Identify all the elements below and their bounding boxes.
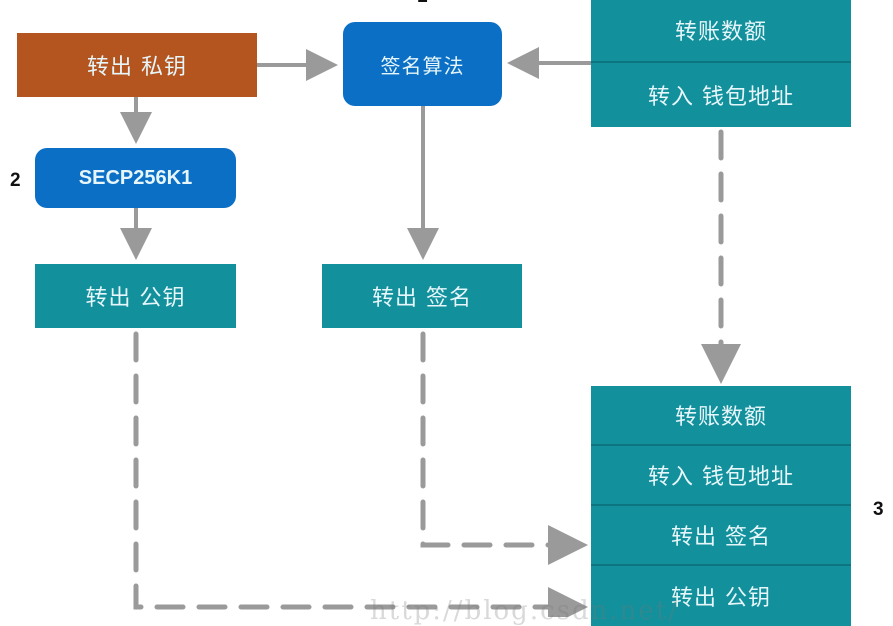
input-row-address: 转入 钱包地址 (648, 85, 794, 110)
transaction-row-public-key: 转出 公钥 (671, 586, 771, 612)
dashed-pubkey-to-transaction (133, 331, 588, 617)
transaction-row-signature: 转出 签名 (591, 506, 851, 567)
private-key-out-node: 转出 私钥 (17, 33, 257, 97)
input-block: 转账数额 转入 钱包地址 (591, 0, 851, 127)
step-label-3: 3 (873, 499, 884, 520)
step-label-2: 2 (10, 170, 21, 191)
signature-algorithm-label: 签名算法 (380, 53, 465, 78)
private-key-out-label: 转出 私钥 (87, 55, 187, 80)
secp256k1-label: SECP256K1 (78, 166, 193, 189)
dashed-signature-to-transaction (420, 331, 588, 565)
input-row-amount: 转账数额 (591, 0, 851, 63)
secp256k1-node: SECP256K1 (35, 148, 236, 208)
public-key-out-label: 转出 公钥 (85, 286, 186, 311)
signature-algorithm-node: 签名算法 (343, 22, 502, 106)
watermark: http://blog.csdn.net/ (370, 596, 679, 626)
transaction-block: 转账数额 转入 钱包地址 转出 签名 转出 公钥 (591, 386, 851, 626)
step-label-1: 1 (417, 0, 428, 8)
transaction-row-amount: 转账数额 (591, 386, 851, 447)
transaction-row-address: 转入 钱包地址 (591, 446, 851, 507)
signature-out-node: 转出 签名 (322, 264, 522, 328)
public-key-out-node: 转出 公钥 (35, 264, 236, 328)
signature-out-label: 转出 签名 (372, 286, 472, 311)
